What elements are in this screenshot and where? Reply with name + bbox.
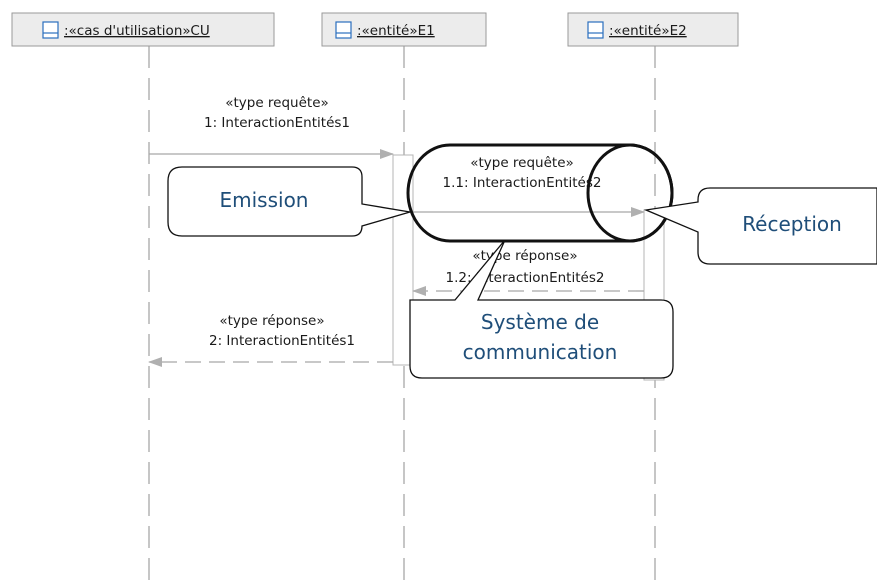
message-2-name: 2: InteractionEntités1 (209, 333, 355, 349)
message-1-1-stereotype: «type requête» (470, 155, 574, 171)
lifeline-label-e1: :«entité»E1 (357, 23, 435, 39)
callout-reception: Réception (643, 187, 877, 265)
lifeline-label-cu: :«cas d'utilisation»CU (64, 23, 210, 39)
lifeline-icon (335, 21, 352, 39)
lifeline-header-cu[interactable]: :«cas d'utilisation»CU (11, 12, 275, 47)
callout-system-line2: communication (463, 340, 618, 364)
lifeline-header-e2[interactable]: :«entité»E2 (567, 12, 739, 47)
activation-bar-e1 (392, 154, 414, 366)
lifeline-label-e2: :«entité»E2 (609, 23, 687, 39)
lifeline-icon (587, 21, 604, 39)
lifeline-icon (42, 21, 59, 39)
callout-emission-text: Emission (220, 188, 309, 212)
callout-system: Système de communication (409, 239, 674, 379)
communication-cylinder (406, 143, 674, 243)
message-1-1-name: 1.1: InteractionEntités2 (443, 175, 602, 191)
message-2-stereotype: «type réponse» (219, 313, 324, 329)
lifeline-header-e1[interactable]: :«entité»E1 (321, 12, 487, 47)
callout-system-line1: Système de (481, 310, 599, 334)
callout-emission: Emission (167, 166, 411, 237)
message-1-stereotype: «type requête» (225, 95, 329, 111)
message-1-name: 1: InteractionEntités1 (204, 115, 350, 131)
callout-reception-text: Réception (742, 212, 842, 236)
